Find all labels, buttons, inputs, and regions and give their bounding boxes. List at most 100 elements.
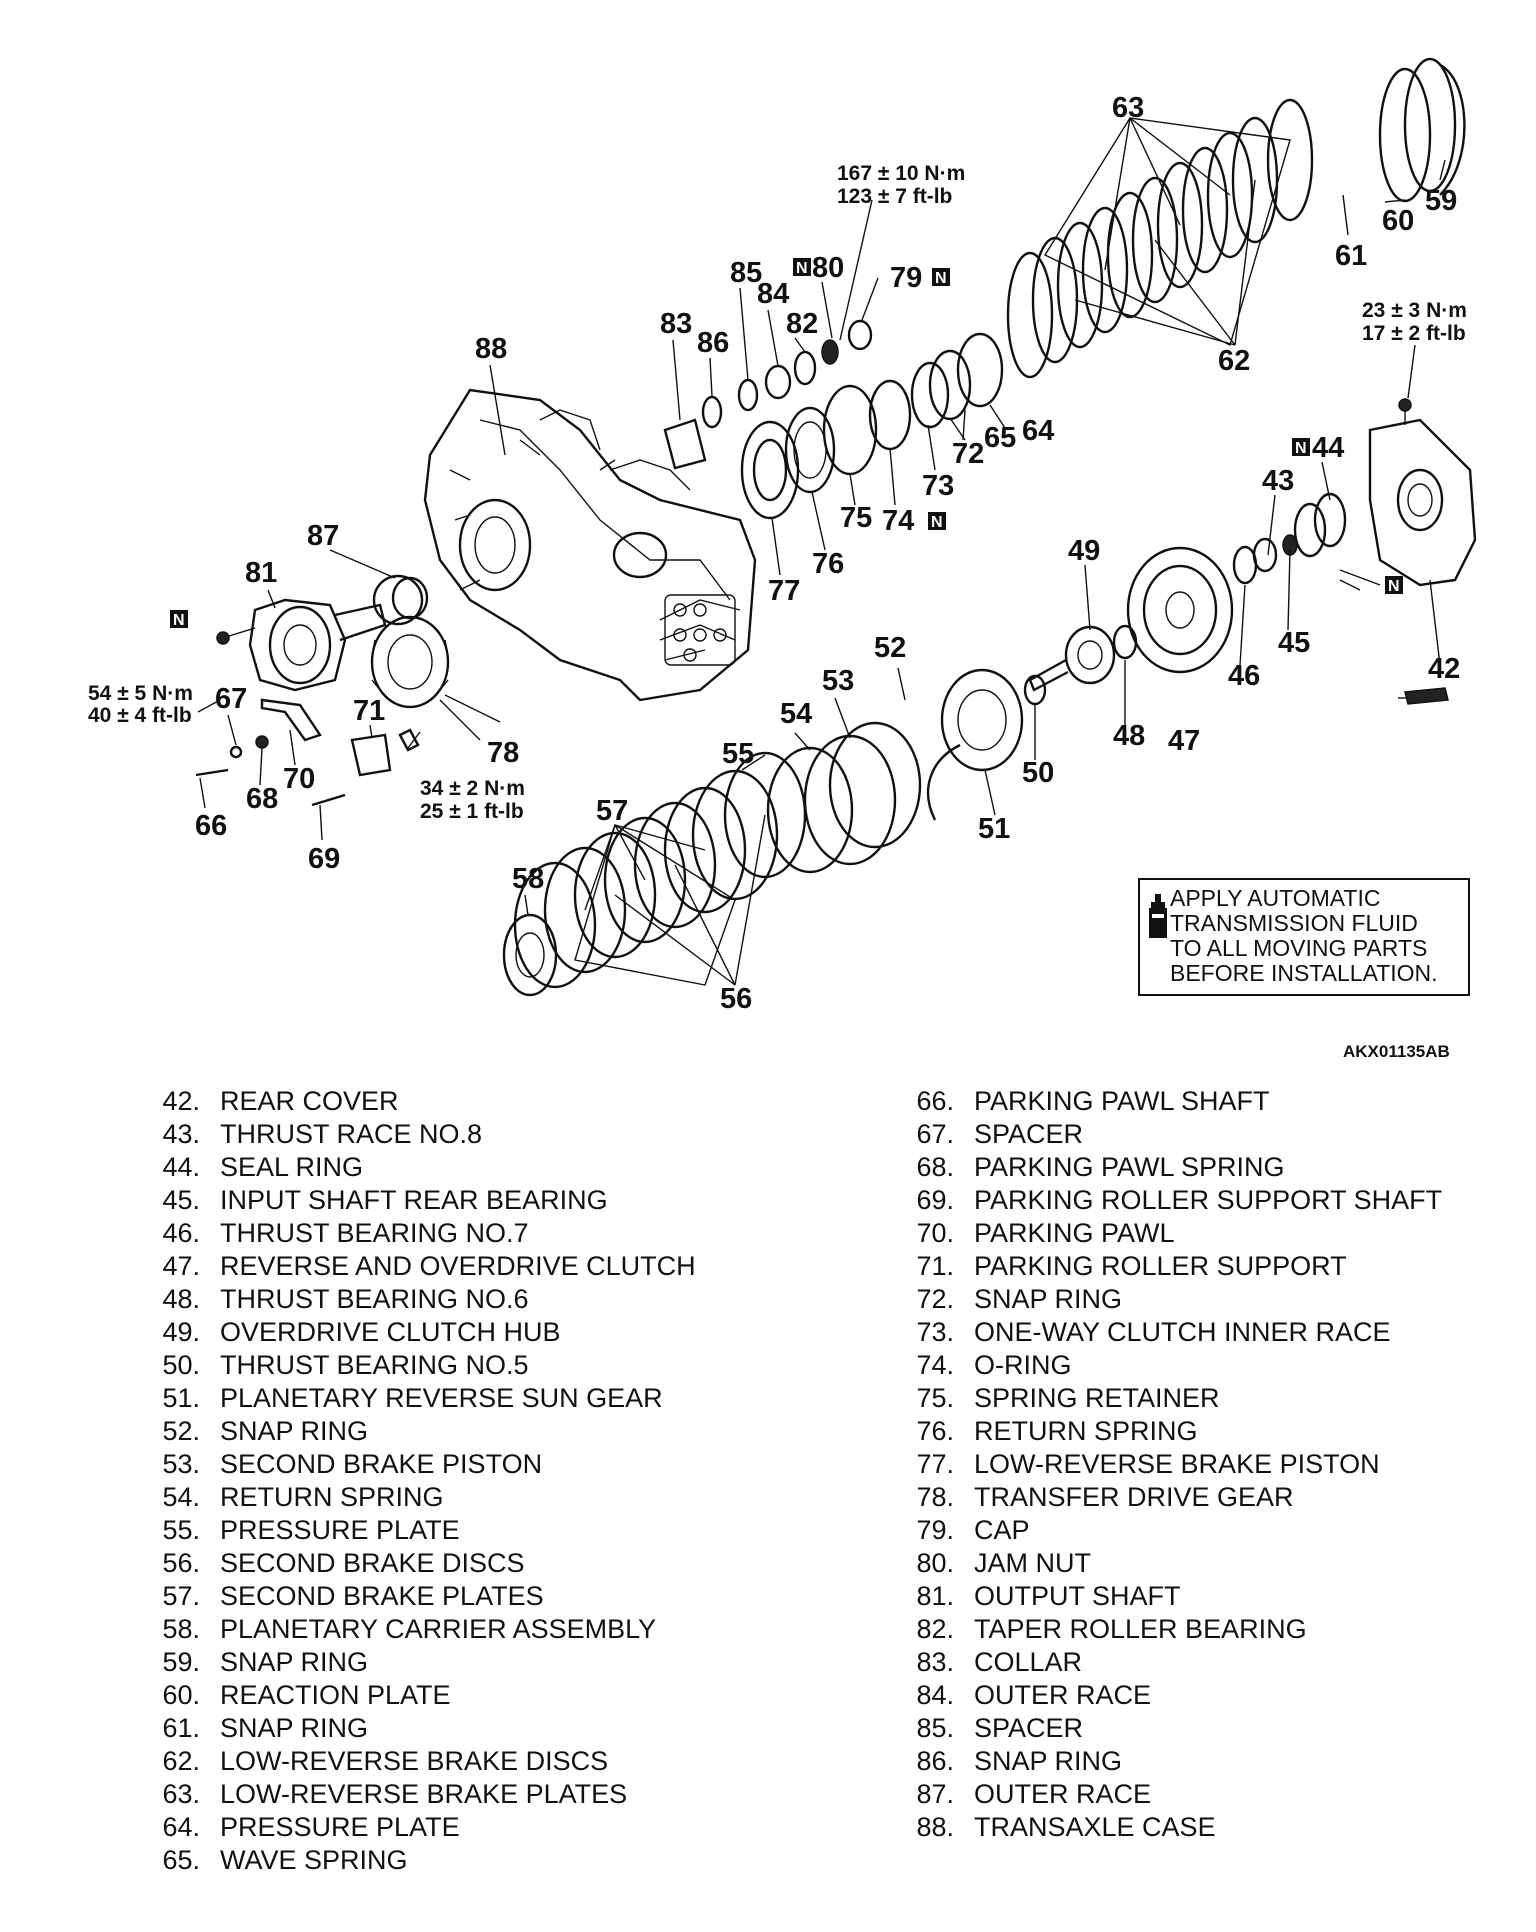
- torque-specs: 167 ± 10 N·m 123 ± 7 ft-lb 23 ± 3 N·m 17…: [88, 162, 1467, 823]
- legend-item-name: PARKING ROLLER SUPPORT: [974, 1251, 1347, 1281]
- legend-item-number: 88.: [916, 1812, 954, 1842]
- legend-item-number: 55.: [162, 1515, 200, 1545]
- callout-62: 62: [1218, 345, 1250, 377]
- legend-item-number: 67.: [916, 1119, 954, 1149]
- new-part-mark-81: N: [173, 612, 185, 629]
- legend-item-number: 70.: [916, 1218, 954, 1248]
- legend-item-name: SNAP RING: [220, 1713, 369, 1743]
- legend-item-name: PARKING PAWL: [974, 1218, 1175, 1248]
- legend-item: 53. SECOND BRAKE PISTON: [130, 1448, 696, 1481]
- legend-item-name: REACTION PLATE: [220, 1680, 451, 1710]
- callout-85: 85: [730, 257, 762, 289]
- legend-item-name: SECOND BRAKE PISTON: [220, 1449, 543, 1479]
- legend-item-number: 48.: [162, 1284, 200, 1314]
- callout-54: 54: [780, 698, 812, 730]
- legend-item-number: 80.: [916, 1548, 954, 1578]
- callout-53: 53: [822, 665, 854, 697]
- fluid-note-box: APPLY AUTOMATIC TRANSMISSION FLUID TO AL…: [1138, 878, 1470, 996]
- legend-item-number: 66.: [916, 1086, 954, 1116]
- callout-59: 59: [1425, 185, 1457, 217]
- legend-item: 57.SECOND BRAKE PLATES: [130, 1580, 696, 1613]
- legend-item-name: PRESSURE PLATE: [220, 1812, 460, 1842]
- legend-item-name: PARKING PAWL SHAFT: [974, 1086, 1270, 1116]
- callout-86: 86: [697, 327, 729, 359]
- legend-item-number: 53.: [162, 1449, 200, 1479]
- low-reverse-piston-group: [740, 332, 1004, 520]
- legend-item: 49.OVERDRIVE CLUTCH HUB: [130, 1316, 696, 1349]
- legend-item: 72.SNAP RING: [884, 1283, 1442, 1316]
- legend-item-name: OUTPUT SHAFT: [974, 1581, 1181, 1611]
- torque-80-ftlb: 123 ± 7 ft-lb: [837, 185, 952, 208]
- fluid-bottle-icon: [1149, 894, 1167, 938]
- bearing-race-group: [372, 319, 873, 626]
- legend-item-number: 51.: [162, 1383, 200, 1413]
- callout-60: 60: [1382, 205, 1414, 237]
- legend-item-name: WAVE SPRING: [220, 1845, 408, 1875]
- callout-52: 52: [874, 632, 906, 664]
- legend-item-name: THRUST RACE NO.8: [220, 1119, 483, 1149]
- legend-item: 56.SECOND BRAKE DISCS: [130, 1547, 696, 1580]
- legend-item: 75.SPRING RETAINER: [884, 1382, 1442, 1415]
- legend-item-number: 49.: [162, 1317, 200, 1347]
- legend-item-number: 60.: [162, 1680, 200, 1710]
- legend-item: 73.ONE-WAY CLUTCH INNER RACE: [884, 1316, 1442, 1349]
- legend-item-name: TRANSAXLE CASE: [974, 1812, 1216, 1842]
- legend-item-number: 58.: [162, 1614, 200, 1644]
- legend-item: 48.THRUST BEARING NO.6: [130, 1283, 696, 1316]
- callout-49: 49: [1068, 535, 1100, 567]
- torque-42-ftlb: 17 ± 2 ft-lb: [1362, 322, 1466, 345]
- transaxle-case-drawing: [423, 388, 757, 702]
- legend-item-number: 45.: [162, 1185, 200, 1215]
- legend-item: 67. SPACER: [884, 1118, 1442, 1151]
- callout-82: 82: [786, 308, 818, 340]
- callout-71: 71: [353, 695, 385, 727]
- figure-code: AKX01135AB: [1343, 1042, 1450, 1060]
- legend-item-number: 50.: [162, 1350, 200, 1380]
- legend-item-name: SPACER: [974, 1713, 1084, 1743]
- legend-item-name: ONE-WAY CLUTCH INNER RACE: [974, 1317, 1391, 1347]
- legend-item-number: 65.: [162, 1845, 200, 1875]
- legend-item-number: 43.: [162, 1119, 200, 1149]
- legend-item-number: 69.: [916, 1185, 954, 1215]
- legend-item-name: SPRING RETAINER: [974, 1383, 1220, 1413]
- legend-item-name: SPACER: [974, 1119, 1084, 1149]
- torque-80-nm: 167 ± 10 N·m: [837, 162, 965, 185]
- legend-item: 74.O-RING: [884, 1349, 1442, 1382]
- legend-item-name: SNAP RING: [220, 1647, 369, 1677]
- legend-item-name: PLANETARY REVERSE SUN GEAR: [220, 1383, 663, 1413]
- legend-item-number: 82.: [916, 1614, 954, 1644]
- legend-item: 54.RETURN SPRING: [130, 1481, 696, 1514]
- legend-item-number: 62.: [162, 1746, 200, 1776]
- legend-item: 60. REACTION PLATE: [130, 1679, 696, 1712]
- legend-item-name: OUTER RACE: [974, 1680, 1152, 1710]
- legend-item-number: 71.: [916, 1251, 954, 1281]
- exploded-view-diagram: 42 43 44 45 46 47 48 49 50 51 52 53 54 5…: [88, 57, 1477, 1060]
- callout-79: 79: [890, 262, 922, 294]
- callout-labels: 42 43 44 45 46 47 48 49 50 51 52 53 54 5…: [195, 92, 1460, 1015]
- callout-61: 61: [1335, 240, 1367, 272]
- legend-item: 55. PRESSURE PLATE: [130, 1514, 696, 1547]
- legend-item-name: SNAP RING: [220, 1416, 369, 1446]
- legend-item-number: 61.: [162, 1713, 200, 1743]
- legend-item: 70. PARKING PAWL: [884, 1217, 1442, 1250]
- legend-item-name: JAM NUT: [974, 1548, 1091, 1578]
- callout-76: 76: [812, 548, 844, 580]
- callout-50: 50: [1022, 757, 1054, 789]
- new-part-mark-74: N: [931, 514, 943, 531]
- legend-item-name: O-RING: [974, 1350, 1072, 1380]
- legend-item-number: 86.: [916, 1746, 954, 1776]
- legend-item-number: 87.: [916, 1779, 954, 1809]
- legend-item: 81.OUTPUT SHAFT: [884, 1580, 1442, 1613]
- legend-item-number: 42.: [162, 1086, 200, 1116]
- callout-66: 66: [195, 810, 227, 842]
- legend-item: 68.PARKING PAWL SPRING: [884, 1151, 1442, 1184]
- torque-81-nm: 54 ± 5 N·m: [88, 682, 193, 705]
- legend-item-name: SEAL RING: [220, 1152, 364, 1182]
- legend-item-name: PRESSURE PLATE: [220, 1515, 460, 1545]
- legend-item: 62.LOW-REVERSE BRAKE DISCS: [130, 1745, 696, 1778]
- new-part-mark-79: N: [935, 270, 947, 287]
- legend-item: 71. PARKING ROLLER SUPPORT: [884, 1250, 1442, 1283]
- callout-42: 42: [1428, 653, 1460, 685]
- callout-84: 84: [757, 278, 789, 310]
